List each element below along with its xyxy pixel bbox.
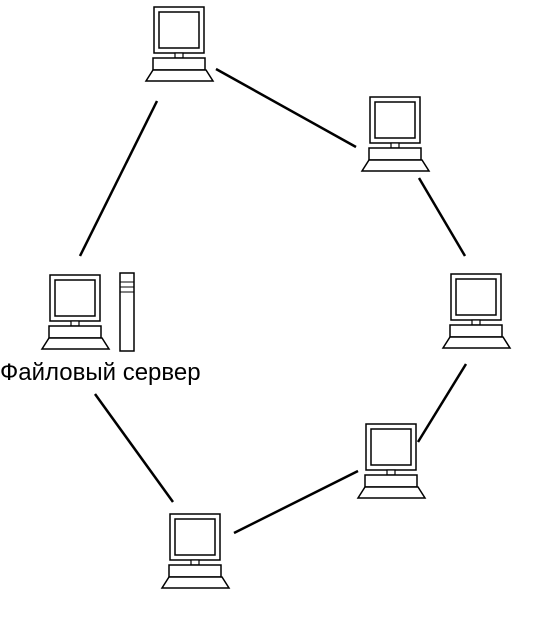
computer-icon	[361, 96, 430, 172]
link-upper-right-to-right	[417, 177, 467, 257]
computer-icon	[161, 513, 230, 589]
computer-icon	[145, 6, 214, 82]
computer-icon	[357, 423, 426, 499]
link-lower-right-to-bottom	[233, 469, 359, 535]
link-top-to-upper-right	[215, 67, 357, 149]
file-server-icon	[41, 272, 135, 352]
link-bottom-to-server	[93, 393, 175, 503]
link-server-to-top	[78, 100, 159, 257]
server-tower	[119, 272, 135, 352]
link-right-to-lower-right	[416, 363, 468, 443]
file-server-label: Файловый сервер	[0, 359, 201, 386]
computer-icon	[442, 273, 511, 349]
links	[78, 67, 468, 535]
